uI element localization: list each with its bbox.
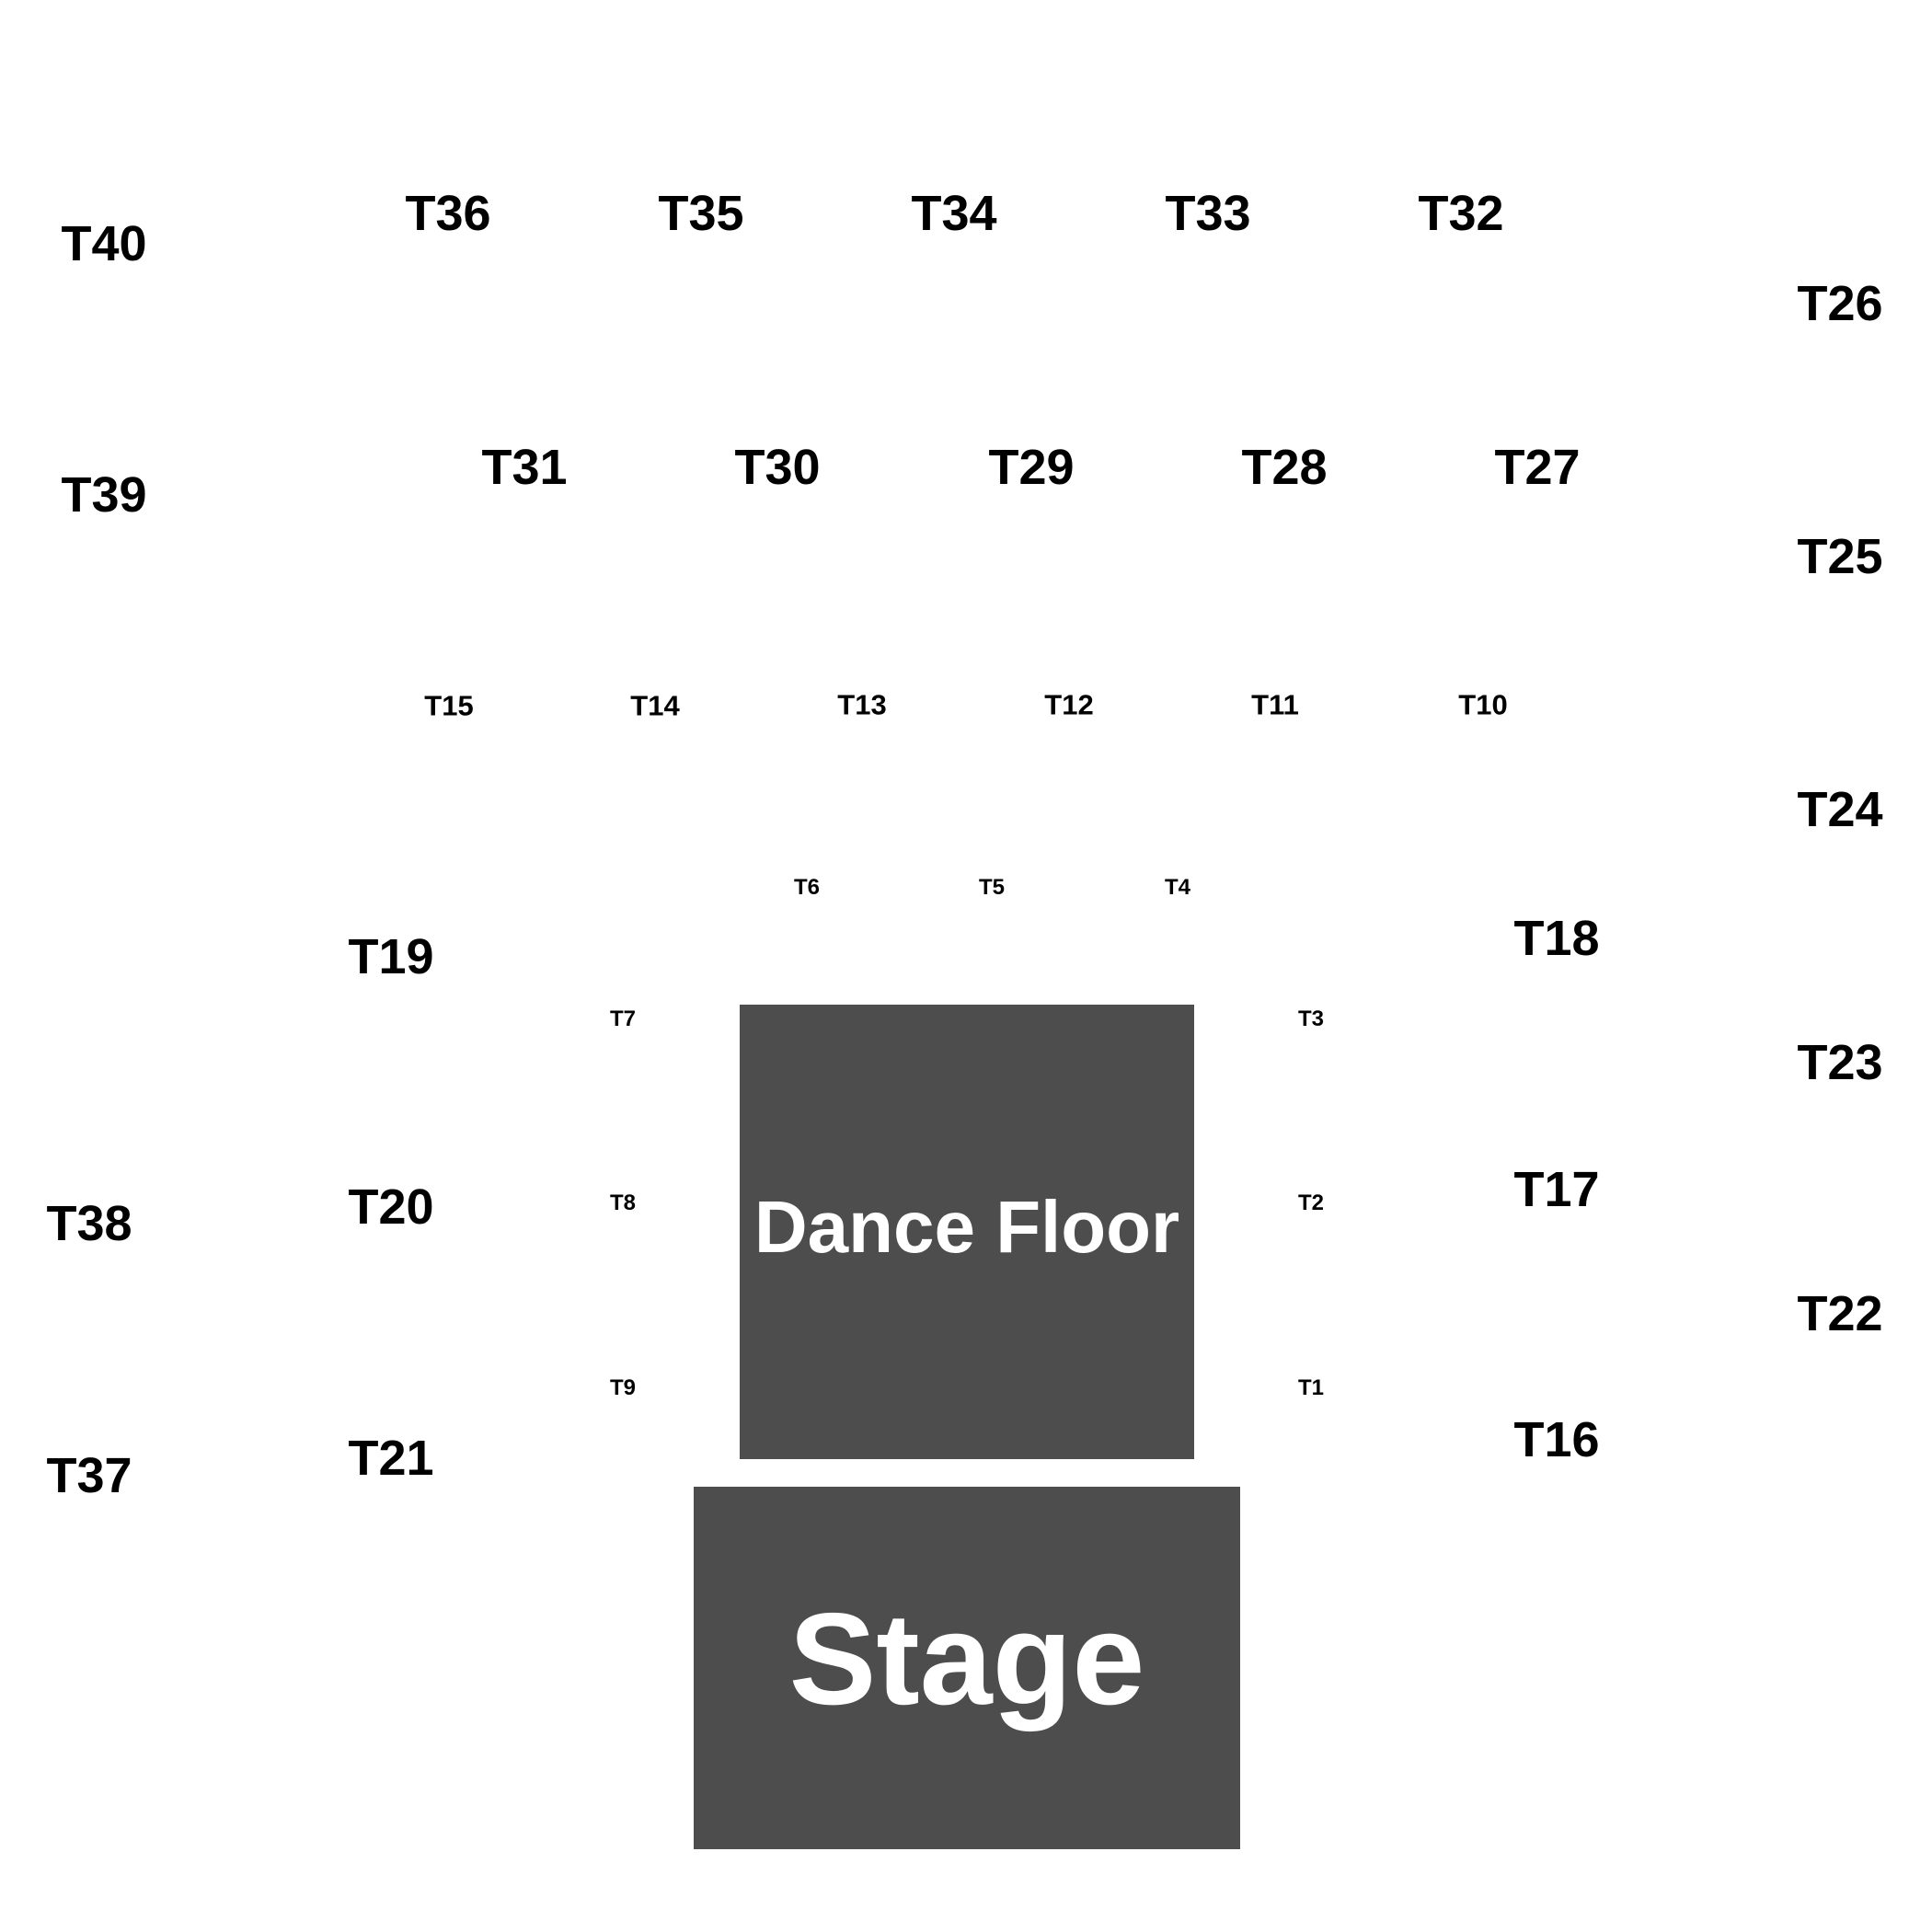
- table-t4[interactable]: T4: [1164, 875, 1191, 900]
- table-t40[interactable]: T40: [61, 216, 147, 271]
- table-t29[interactable]: T29: [988, 440, 1075, 495]
- table-t19[interactable]: T19: [348, 929, 434, 984]
- table-t23[interactable]: T23: [1797, 1035, 1883, 1090]
- table-t8[interactable]: T8: [609, 1190, 637, 1215]
- table-t15[interactable]: T15: [424, 689, 474, 722]
- table-t27[interactable]: T27: [1494, 440, 1581, 495]
- table-t38[interactable]: T38: [46, 1196, 132, 1251]
- table-t13[interactable]: T13: [837, 688, 887, 721]
- table-t36[interactable]: T36: [405, 186, 491, 241]
- table-t9[interactable]: T9: [609, 1375, 637, 1400]
- table-t11[interactable]: T11: [1251, 688, 1299, 721]
- table-t7[interactable]: T7: [609, 1006, 637, 1031]
- table-t37[interactable]: T37: [46, 1448, 132, 1503]
- table-t16[interactable]: T16: [1513, 1412, 1600, 1467]
- table-t1[interactable]: T1: [1297, 1375, 1325, 1400]
- table-t12[interactable]: T12: [1044, 688, 1094, 721]
- table-t33[interactable]: T33: [1165, 186, 1251, 241]
- dance-floor[interactable]: Dance Floor: [740, 1005, 1194, 1459]
- table-t26[interactable]: T26: [1797, 276, 1883, 331]
- table-t21[interactable]: T21: [348, 1431, 434, 1486]
- table-t10[interactable]: T10: [1458, 688, 1508, 721]
- table-t32[interactable]: T32: [1418, 186, 1504, 241]
- table-t25[interactable]: T25: [1797, 529, 1883, 584]
- stage[interactable]: Stage: [694, 1487, 1240, 1849]
- table-t24[interactable]: T24: [1797, 782, 1883, 837]
- table-t5[interactable]: T5: [978, 875, 1006, 900]
- table-t34[interactable]: T34: [911, 186, 997, 241]
- table-t17[interactable]: T17: [1513, 1162, 1600, 1217]
- table-t20[interactable]: T20: [348, 1179, 434, 1235]
- table-t14[interactable]: T14: [630, 689, 680, 722]
- table-t31[interactable]: T31: [481, 440, 568, 495]
- table-t28[interactable]: T28: [1241, 440, 1328, 495]
- table-t35[interactable]: T35: [658, 186, 744, 241]
- stage-label: Stage: [788, 1586, 1145, 1732]
- table-t3[interactable]: T3: [1297, 1006, 1325, 1031]
- table-t39[interactable]: T39: [61, 467, 147, 523]
- table-t18[interactable]: T18: [1513, 911, 1600, 966]
- table-t30[interactable]: T30: [734, 440, 821, 495]
- table-t2[interactable]: T2: [1297, 1190, 1325, 1215]
- table-t6[interactable]: T6: [793, 875, 821, 900]
- dance-floor-label: Dance Floor: [753, 1186, 1180, 1268]
- table-t22[interactable]: T22: [1797, 1286, 1883, 1341]
